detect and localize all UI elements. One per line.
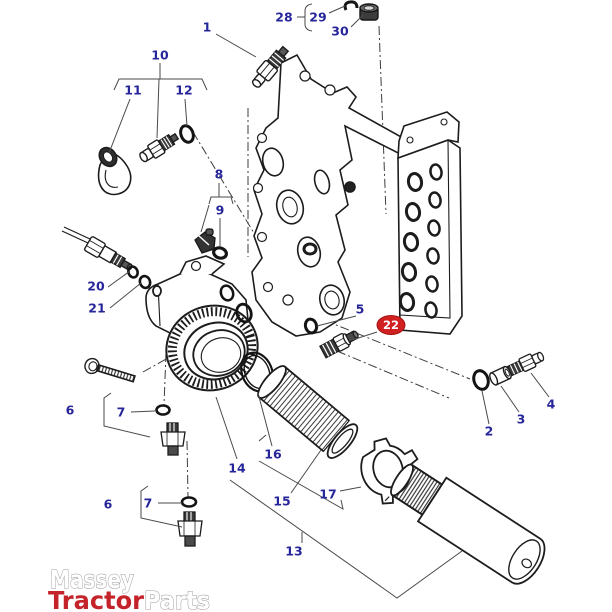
part-15-element bbox=[257, 365, 359, 459]
part-12-oring bbox=[179, 124, 195, 144]
part-number-label-15[interactable]: 15 bbox=[273, 493, 291, 509]
head-face-orings bbox=[219, 284, 253, 324]
part-6-fitting-upper bbox=[160, 422, 186, 456]
cable-sender bbox=[61, 226, 133, 271]
part-number-label-7[interactable]: 7 bbox=[116, 404, 126, 420]
part-30-cap bbox=[359, 3, 379, 21]
part-20-oring bbox=[127, 265, 139, 279]
part-number-label-6[interactable]: 6 bbox=[65, 402, 75, 418]
part-22-fitting bbox=[319, 330, 359, 359]
part-number-label-14[interactable]: 14 bbox=[228, 460, 246, 476]
part-number-label-6[interactable]: 6 bbox=[103, 496, 113, 512]
part-3-bush bbox=[489, 365, 512, 386]
mounting-bolt bbox=[84, 357, 136, 383]
part-number-label-3[interactable]: 3 bbox=[516, 411, 526, 427]
part-number-label-21[interactable]: 21 bbox=[88, 300, 106, 316]
part-5-oring bbox=[303, 317, 319, 335]
part-number-label-17[interactable]: 17 bbox=[319, 486, 337, 502]
part-11-elbow bbox=[97, 146, 132, 196]
part-6-fitting-lower bbox=[177, 511, 203, 547]
part-number-label-29[interactable]: 29 bbox=[309, 9, 327, 25]
part-number-label-8[interactable]: 8 bbox=[214, 166, 224, 182]
part-number-label-12[interactable]: 12 bbox=[175, 82, 193, 98]
part-14-ring-nut bbox=[165, 304, 259, 392]
part-29-clip bbox=[343, 0, 359, 11]
part-10-fitting bbox=[139, 132, 180, 163]
part-9-oring bbox=[212, 246, 228, 260]
part-number-label-2[interactable]: 2 bbox=[484, 423, 494, 439]
part-number-label-10[interactable]: 10 bbox=[151, 47, 169, 63]
part-number-label-16[interactable]: 16 bbox=[264, 446, 282, 462]
part-number-label-20[interactable]: 20 bbox=[87, 278, 105, 294]
logo-parts-text: Parts bbox=[144, 586, 210, 612]
part-number-label-7[interactable]: 7 bbox=[143, 495, 153, 511]
part-13-canister bbox=[390, 463, 546, 585]
massey-tractor-parts-logo: Massey Tractor Parts bbox=[48, 564, 211, 612]
part-4-fitting bbox=[506, 351, 545, 377]
part-1-sensor bbox=[251, 45, 290, 88]
part-number-label-28[interactable]: 28 bbox=[275, 9, 293, 25]
part-7-washer-lower bbox=[180, 496, 198, 508]
logo-tractor-text: Tractor bbox=[48, 586, 145, 612]
cover-casting bbox=[251, 53, 463, 337]
part-8-plug bbox=[194, 228, 216, 254]
part-number-label-11[interactable]: 11 bbox=[124, 82, 142, 98]
part-number-label-1[interactable]: 1 bbox=[202, 19, 212, 35]
part-number-label-13[interactable]: 13 bbox=[285, 543, 303, 559]
part-7-washer-upper bbox=[155, 404, 171, 416]
leader-lines bbox=[103, 3, 550, 599]
part-number-label-30[interactable]: 30 bbox=[331, 23, 349, 39]
part-number-label-5[interactable]: 5 bbox=[355, 301, 365, 317]
highlighted-part-badge[interactable]: 22 bbox=[376, 315, 406, 335]
logo-massey-text: Massey bbox=[50, 565, 134, 594]
part-number-label-9[interactable]: 9 bbox=[215, 202, 225, 218]
part-2-oring bbox=[472, 369, 490, 391]
part-21-oring bbox=[138, 274, 152, 290]
part-number-label-4[interactable]: 4 bbox=[546, 396, 556, 412]
